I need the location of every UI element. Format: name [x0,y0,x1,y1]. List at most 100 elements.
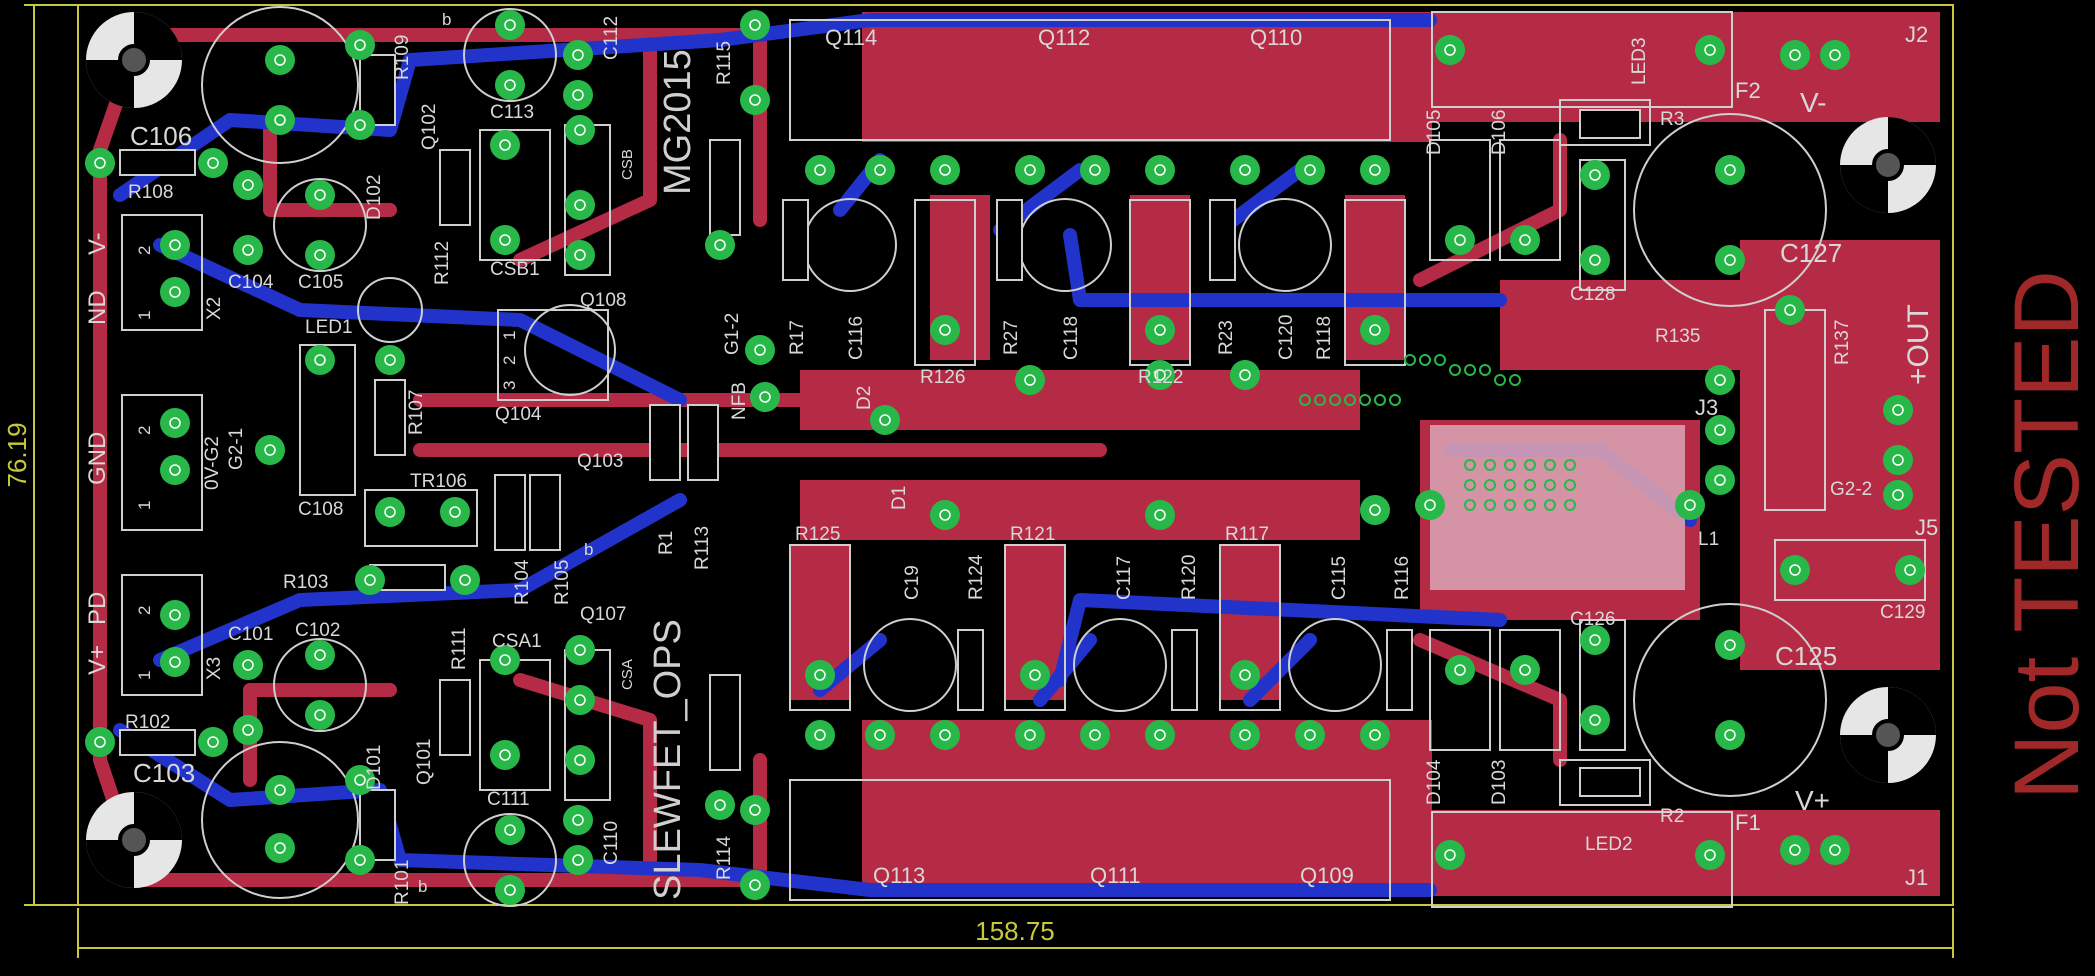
label-d101: D101 [364,745,385,790]
pad-hole [1714,474,1726,486]
label-csa: CSA [619,659,636,690]
pad [1445,655,1475,685]
label-l1: L1 [1698,529,1719,550]
label-r101: R101 [392,860,413,905]
pad-hole [874,729,886,741]
pad-hole [1304,164,1316,176]
pad [930,720,960,750]
pad-hole [314,189,326,201]
pad [865,155,895,185]
pad-hole [1704,849,1716,861]
label-q101: Q101 [414,739,435,785]
pad [1820,40,1850,70]
pad-hole [1904,564,1916,576]
label-led2: LED2 [1585,834,1633,855]
pad-hole [1892,489,1904,501]
pad [1015,720,1045,750]
pad [1145,315,1175,345]
pad [1580,625,1610,655]
pad [305,700,335,730]
pin-label-x3-1: 1 [135,671,154,680]
label-c101: C101 [228,624,273,645]
pad-hole [314,649,326,661]
pad [233,715,263,745]
mounting-hole-top-left [86,12,182,108]
label-v-minus-connector: V- [84,232,111,255]
pad [930,315,960,345]
label-c120: C120 [1276,315,1297,360]
pad-hole [1444,44,1456,56]
label-f2: F2 [1735,78,1761,103]
pad [490,130,520,160]
pad-hole [1024,729,1036,741]
pad [1445,225,1475,255]
connector-pin-labels: 1 2 1 2 1 2 1 2 3 b b b [135,10,593,896]
pad-hole [1304,729,1316,741]
label-c102: C102 [295,620,340,641]
pad [563,40,593,70]
pad-hole [814,164,826,176]
pad [233,235,263,265]
pad-hole [274,784,286,796]
pad-hole [169,286,181,298]
pad-hole [1154,729,1166,741]
label-r107: R107 [406,390,427,435]
pad [233,170,263,200]
pad [750,382,780,412]
label-g2-2: G2-2 [1830,479,1872,500]
pad-hole [1784,304,1796,316]
pad [1705,465,1735,495]
label-r17: R17 [787,320,808,355]
label-r121: R121 [1010,524,1055,545]
label-r2: R2 [1660,806,1684,827]
pad [1883,480,1913,510]
pad-hole [1589,714,1601,726]
pad [198,148,228,178]
pad-hole [749,804,761,816]
label-j2: J2 [1905,22,1928,47]
pad [1780,835,1810,865]
pad [1015,155,1045,185]
pad-hole [572,814,584,826]
pad-hole [572,49,584,61]
label-c112: C112 [601,16,622,60]
label-q104: Q104 [495,404,542,425]
pad [1820,835,1850,865]
pad [160,277,190,307]
pad [930,500,960,530]
not-tested-stamp: Not TESTED [1996,270,2095,800]
pad-hole [1519,664,1531,676]
label-c108: C108 [298,499,343,520]
pad-hole [354,854,366,866]
pad-hole [1724,729,1736,741]
pad-hole [314,354,326,366]
label-r116: R116 [1392,556,1413,600]
pad-hole [384,506,396,518]
pad [1230,660,1260,690]
label-pd: PD [84,592,111,625]
label-gnd: GND [84,432,111,485]
pad-hole [1154,164,1166,176]
pad-hole [572,854,584,866]
pad-hole [1424,499,1436,511]
pad-hole [574,644,586,656]
label-q112: Q112 [1038,25,1090,50]
label-q107: Q107 [580,604,626,625]
pad-hole [749,879,761,891]
pad [305,345,335,375]
label-v-plus-connector: V+ [84,645,111,675]
pad [1580,705,1610,735]
pad [1883,395,1913,425]
pad-hole [1789,564,1801,576]
pad-hole [504,824,516,836]
pin-label-b-q103: b [584,540,593,559]
pad [1435,35,1465,65]
pad [1295,155,1325,185]
pad-hole [1724,254,1736,266]
pad-hole [574,124,586,136]
pad-hole [207,736,219,748]
pad [160,455,190,485]
label-c110: C110 [601,821,622,865]
pin-label-q104-3: 3 [500,381,519,390]
